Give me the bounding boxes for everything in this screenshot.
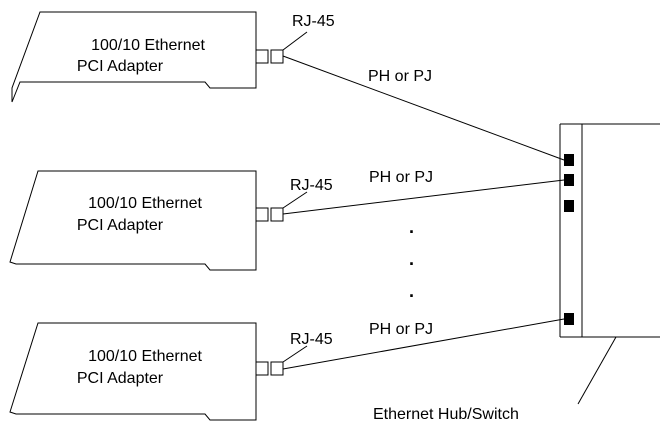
hub-leader-line xyxy=(577,336,617,405)
adapter-title-line1: 100/10 Ethernet xyxy=(91,37,205,54)
ellipsis-dot: . xyxy=(409,281,414,301)
rj45-port-inner xyxy=(270,207,284,222)
adapter-card-outline xyxy=(9,170,257,271)
rj45-port-outer xyxy=(255,207,269,222)
ethernet-hub: Ethernet Hub/Switch xyxy=(373,123,660,423)
rj45-label: RJ-45 xyxy=(290,331,333,348)
rj45-label: RJ-45 xyxy=(290,177,333,194)
hub-label: Ethernet Hub/Switch xyxy=(373,406,519,423)
adapter-title-line2: PCI Adapter xyxy=(77,58,164,75)
adapter-card-3: 100/10 Ethernet PCI Adapter RJ-45 xyxy=(9,322,333,421)
ellipsis-dot: . xyxy=(409,217,414,237)
rj45-leader-line xyxy=(282,191,308,209)
cable-label: PH or PJ xyxy=(369,169,433,186)
adapter-title-line1: 100/10 Ethernet xyxy=(88,348,202,365)
ellipsis-dot: . xyxy=(409,249,414,269)
rj45-port-outer xyxy=(255,361,269,376)
hub-port-1 xyxy=(564,154,574,166)
hub-port-4 xyxy=(564,313,574,325)
rj45-port-inner xyxy=(270,361,284,376)
rj45-leader-line xyxy=(282,345,308,363)
adapter-card-outline xyxy=(11,11,257,103)
rj45-port-outer xyxy=(255,49,269,64)
adapter-title-line2: PCI Adapter xyxy=(77,217,164,234)
cable-3 xyxy=(282,318,565,370)
cable-2 xyxy=(282,179,565,215)
hub-port-2 xyxy=(564,174,574,186)
adapter-card-2: 100/10 Ethernet PCI Adapter RJ-45 xyxy=(9,170,333,271)
cable-label: PH or PJ xyxy=(368,68,432,85)
rj45-leader-line xyxy=(282,31,308,51)
hub-port-3 xyxy=(564,200,574,212)
cable-label: PH or PJ xyxy=(369,321,433,338)
adapter-title-line2: PCI Adapter xyxy=(77,370,164,387)
rj45-port-inner xyxy=(270,49,284,64)
adapter-title-line1: 100/10 Ethernet xyxy=(88,195,202,212)
rj45-label: RJ-45 xyxy=(292,13,335,30)
adapter-card-outline xyxy=(9,322,257,421)
adapter-card-1: 100/10 Ethernet PCI Adapter RJ-45 xyxy=(11,11,335,103)
cable-1 xyxy=(282,55,565,161)
